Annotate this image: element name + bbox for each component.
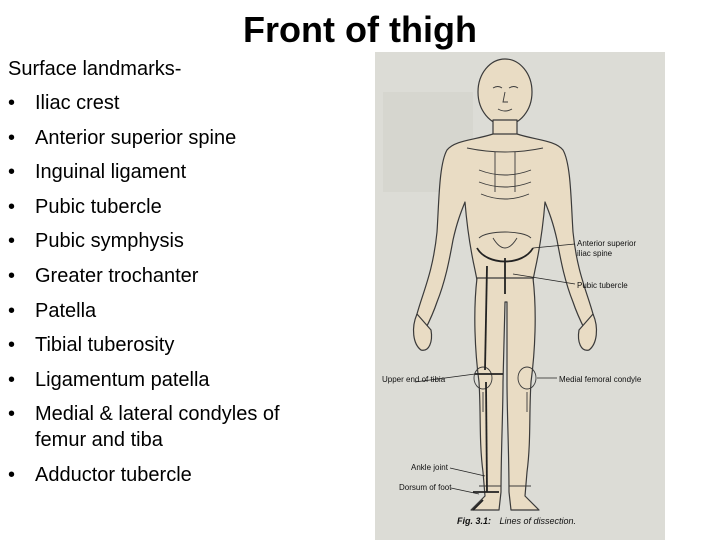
label-dorsum-of-foot: Dorsum of foot	[399, 483, 452, 492]
landmark-item: Iliac crest	[8, 90, 380, 116]
label-ankle-joint: Ankle joint	[411, 463, 449, 472]
landmark-item: Tibial tuberosity	[8, 332, 380, 358]
label-asis-line2: iliac spine	[577, 249, 613, 258]
caption-prefix: Fig. 3.1:	[457, 516, 491, 526]
slide-title: Front of thigh	[243, 9, 477, 50]
landmark-item: Pubic symphysis	[8, 228, 380, 254]
landmarks-list: Iliac crest Anterior superior spine Ingu…	[8, 90, 380, 488]
landmark-item: Adductor tubercle	[8, 462, 380, 488]
label-pubic-tubercle: Pubic tubercle	[577, 281, 628, 290]
landmark-item: Ligamentum patella	[8, 367, 380, 393]
label-asis-line1: Anterior superior	[577, 239, 636, 248]
landmark-item: Pubic tubercle	[8, 194, 380, 220]
label-medial-condyle: Medial femoral condyle	[559, 375, 642, 384]
landmark-item: Patella	[8, 298, 380, 324]
landmark-item: Greater trochanter	[8, 263, 380, 289]
label-upper-tibia: Upper end of tibia	[382, 375, 446, 384]
landmark-item: Anterior superior spine	[8, 125, 380, 151]
landmarks-panel: Surface landmarks- Iliac crest Anterior …	[8, 56, 380, 497]
landmark-item: Inguinal ligament	[8, 159, 380, 185]
figure-caption: Fig. 3.1: Lines of dissection.	[457, 511, 576, 528]
caption-text: Lines of dissection.	[499, 516, 576, 526]
landmark-item: Medial & lateral condyles of femur and t…	[8, 401, 285, 453]
landmarks-intro: Surface landmarks-	[8, 58, 182, 80]
anatomy-figure: Anterior superior iliac spine Pubic tube…	[375, 52, 665, 540]
body-illustration: Anterior superior iliac spine Pubic tube…	[375, 52, 665, 540]
